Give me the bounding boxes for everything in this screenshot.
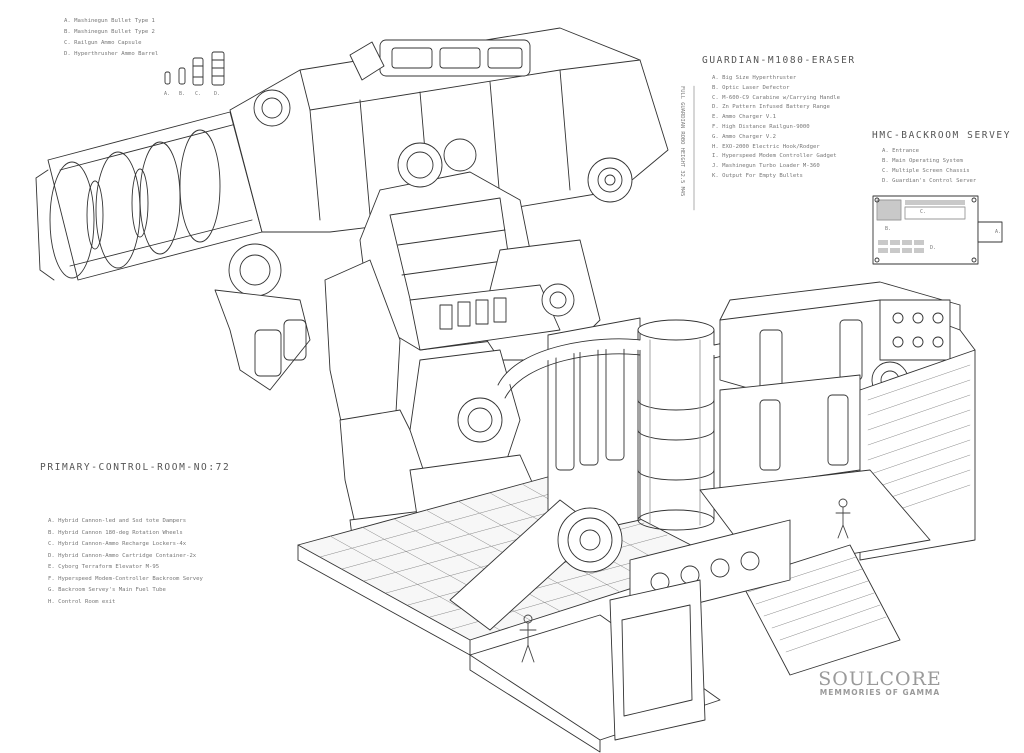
guardian-part-item: J. Mashinegun Turbo Loader M-360 <box>712 163 820 170</box>
ammo-label-d: D. <box>214 91 221 97</box>
guardian-part-item: G. Ammo Charger V.2 <box>712 133 776 140</box>
guardian-robot-illustration <box>35 27 669 564</box>
ammo-label-c: C. <box>195 91 202 97</box>
ammo-legend-item: C. Railgun Ammo Capsule <box>64 40 142 46</box>
control-room-part-item: F. Hyperspeed Modem-Controller Backroom … <box>48 575 203 582</box>
guardian-part-item: C. M-600-C9 Carabine w/Carrying Handle <box>712 94 840 101</box>
guardian-parts-list: A. Big Size Hyperthruster B. Optic Laser… <box>712 74 840 182</box>
soulcore-logo: SOULCORE MEMMORIES OF GAMMA <box>810 668 950 697</box>
ammo-label-b: B. <box>179 91 186 97</box>
brand-subtitle: MEMMORIES OF GAMMA <box>819 688 941 697</box>
backroom-parts-list: A. Entrance B. Main Operating System C. … <box>882 146 976 186</box>
ammo-label-a: A. <box>164 91 171 97</box>
control-room-part-item: H. Control Room exit <box>48 598 116 605</box>
backroom-part-item: C. Multiple Screen Chassis <box>882 168 970 174</box>
control-room-part-item: E. Cyborg Terraform Elevator M-95 <box>48 564 160 570</box>
backroom-diagram <box>872 195 1003 265</box>
guardian-part-item: I. Hyperspeed Modem Controller Gadget <box>712 153 837 160</box>
guardian-title: GUARDIAN-M1080-ERASER <box>702 55 856 66</box>
guardian-part-item: B. Optic Laser Defector <box>712 84 790 91</box>
control-room-parts-list: A. Hybrid Cannon-led and Ssd tote Damper… <box>48 516 203 608</box>
ammo-legend-item: D. Hyperthrusher Ammo Barrel <box>64 51 159 57</box>
control-room-part-item: D. Hybrid Cannon-Ammo Cartridge Containe… <box>48 552 197 559</box>
ammo-legend-item: A. Mashinegun Bullet Type 1 <box>64 18 155 24</box>
backroom-part-item: D. Guardian's Control Server <box>882 178 977 184</box>
backroom-diagram-label-c: C. <box>920 209 927 215</box>
brand-name: SOULCORE <box>818 668 942 690</box>
guardian-part-item: H. EXO-2000 Electric Hook/Rodger <box>712 143 820 150</box>
backroom-part-item: B. Main Operating System <box>882 158 963 164</box>
control-room-part-item: A. Hybrid Cannon-led and Ssd tote Damper… <box>48 518 187 524</box>
ammo-legend: A. Mashinegun Bullet Type 1 B. Mashinegu… <box>64 16 158 60</box>
guardian-part-item: E. Ammo Charger V.1 <box>712 114 776 121</box>
guardian-height-note: FULL GUARDIAN ROBO HEIGHT 32.5 M45 <box>679 86 685 197</box>
control-room-part-item: G. Backroom Servey's Main Fuel Tube <box>48 587 166 593</box>
guardian-part-item: K. Output For Empty Bullets <box>712 172 803 179</box>
control-room-part-item: C. Hybrid Cannon-Ammo Recharge Lockers-4… <box>48 541 187 547</box>
backroom-part-item: A. Entrance <box>882 148 920 154</box>
backroom-diagram-label-b: B. <box>885 226 892 232</box>
control-room-illustration <box>297 281 976 753</box>
control-room-title: PRIMARY-CONTROL-ROOM-NO:72 <box>40 462 231 473</box>
ammo-illustrations <box>164 51 225 86</box>
guardian-part-item: D. Zn Pattern Infused Battery Range <box>712 104 830 111</box>
backroom-title: HMC-BACKROOM SERVEY <box>872 130 1012 141</box>
guardian-part-item: F. High Distance Railgun-9000 <box>712 123 810 130</box>
backroom-diagram-label-d: D. <box>930 245 937 251</box>
ammo-legend-item: B. Mashinegun Bullet Type 2 <box>64 29 155 35</box>
control-room-part-item: B. Hybrid Cannon 180-deg Rotation Wheels <box>48 529 183 536</box>
guardian-part-item: A. Big Size Hyperthruster <box>712 75 797 81</box>
backroom-diagram-label-a: A. <box>995 229 1002 235</box>
